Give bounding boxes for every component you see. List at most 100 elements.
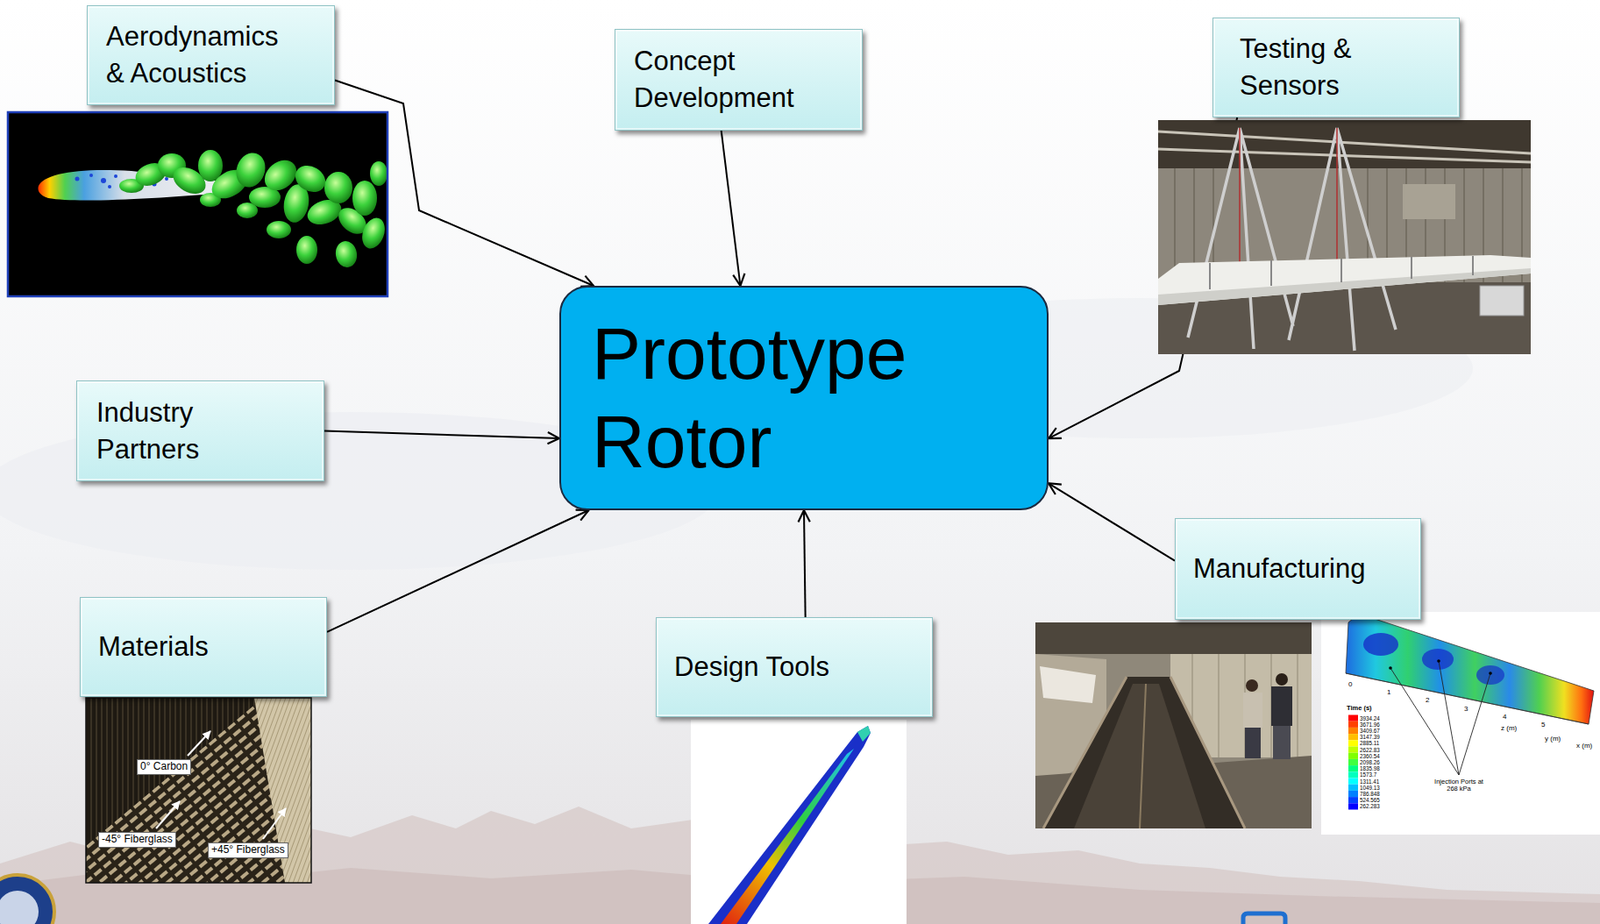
contour-front <box>1422 648 1454 670</box>
colorbar-cell <box>1348 727 1359 734</box>
colorbar-cell <box>1348 733 1359 740</box>
sandia-logo <box>1243 913 1286 924</box>
speck <box>164 177 169 181</box>
colorbar-value: 1049.13 <box>1359 784 1380 791</box>
colorbar-value: 524.565 <box>1359 796 1380 804</box>
leader-line <box>187 731 211 756</box>
topic-box: Aerodynamics & Acoustics <box>86 5 335 106</box>
connector-arrow <box>327 510 589 633</box>
colorbar-cell <box>1348 739 1359 747</box>
vortex <box>324 171 353 204</box>
colorbar-value: 2622.83 <box>1359 746 1380 754</box>
blade-tip <box>857 725 871 742</box>
image-ground <box>7 112 388 297</box>
colorbar-value: 3934.24 <box>1359 715 1380 722</box>
colorbar-value: 3671.96 <box>1359 721 1380 728</box>
text-block: Manufacturing <box>1193 550 1400 588</box>
axis-tick: 1 <box>1386 688 1391 697</box>
axis-label: y (m) <box>1544 734 1561 743</box>
vortex <box>290 160 330 198</box>
colorbar-value: 1573.7 <box>1359 771 1377 778</box>
port <box>1388 666 1393 670</box>
blade <box>1158 255 1531 306</box>
colorbar <box>1348 715 1359 811</box>
connectors <box>324 80 1238 633</box>
colorbar-value: 3409.67 <box>1359 727 1380 734</box>
axis-tick: 3 <box>1464 704 1468 713</box>
connector-arrow <box>803 510 806 618</box>
doe-seal-center <box>0 890 39 924</box>
blade-shade <box>1158 268 1531 306</box>
test-photo <box>1158 120 1531 355</box>
colorbar-value: 2885.11 <box>1359 739 1380 747</box>
box-label: Industry Partners <box>96 394 215 469</box>
connector-arrow <box>324 431 560 440</box>
connector-arrow <box>1048 483 1175 561</box>
vortex <box>369 161 388 186</box>
vortex-tubes <box>119 149 388 270</box>
hoist-lines <box>1239 128 1337 264</box>
box-label: Concept Development <box>633 42 810 117</box>
laminate <box>85 697 312 883</box>
text-block: Design Tools <box>674 648 911 686</box>
material-callout: -45° Fiberglass <box>98 832 177 848</box>
colorbar-cell <box>1348 715 1359 722</box>
speck <box>107 184 112 189</box>
box-label: Design Tools <box>674 648 911 686</box>
worker-legs <box>1244 727 1261 759</box>
materials-image <box>85 697 312 883</box>
image-ground <box>690 719 907 924</box>
text-block: Aerodynamics & Acoustics <box>106 18 286 93</box>
material-callout: 0° Carbon <box>136 759 192 776</box>
colorbar-value: 2360.54 <box>1359 753 1380 760</box>
box-label: Materials <box>98 628 305 666</box>
leader-line <box>156 801 180 829</box>
topic-box: Industry Partners <box>76 380 325 482</box>
worker-body <box>1243 692 1263 728</box>
axis-edge <box>1345 673 1589 725</box>
connector-arrow <box>721 130 741 286</box>
colorbar-cell <box>1348 746 1359 754</box>
port <box>1488 671 1493 676</box>
colorbar-cell <box>1348 784 1359 791</box>
port-leaders <box>1390 661 1491 776</box>
doe-seal <box>0 874 55 924</box>
vortex <box>296 235 318 264</box>
speck <box>89 173 93 178</box>
mold-rim <box>1043 676 1245 829</box>
image-border <box>7 112 388 297</box>
axis-label: x (m) <box>1576 741 1593 750</box>
material-callout: +45° Fiberglass <box>207 842 289 859</box>
leader-line <box>263 808 286 840</box>
worker-body <box>1271 686 1293 726</box>
window <box>1402 184 1456 220</box>
axis-tick: 4 <box>1502 712 1507 721</box>
speck <box>100 177 107 184</box>
colorbar-cell <box>1348 790 1359 797</box>
topic-box: Manufacturing <box>1174 518 1422 620</box>
topic-box: Materials <box>79 597 328 697</box>
tripods <box>1187 128 1396 351</box>
vortex <box>266 220 292 239</box>
photo-ground <box>1158 120 1531 355</box>
speck <box>75 177 80 182</box>
fiberglass-weave <box>85 697 312 883</box>
colorbar-cell <box>1348 759 1359 766</box>
box-label: Manufacturing <box>1193 550 1400 588</box>
colorbar-cell <box>1348 796 1359 804</box>
colorbar-title: Time (s) <box>1346 704 1373 713</box>
worker-head <box>1275 673 1288 686</box>
ceiling <box>1158 120 1531 169</box>
colorbar-cell <box>1348 803 1359 810</box>
topic-box: Testing & Sensors <box>1212 17 1460 118</box>
manufacturing-photo <box>1035 622 1312 829</box>
vortex <box>352 180 377 216</box>
text-block: Materials <box>98 628 305 666</box>
speck <box>113 174 118 178</box>
vortex <box>334 239 360 270</box>
port <box>1436 659 1441 663</box>
text-block: Industry Partners <box>96 394 215 469</box>
contour-front <box>1476 665 1505 685</box>
blade-shell <box>708 725 871 924</box>
ceiling <box>1035 622 1312 655</box>
